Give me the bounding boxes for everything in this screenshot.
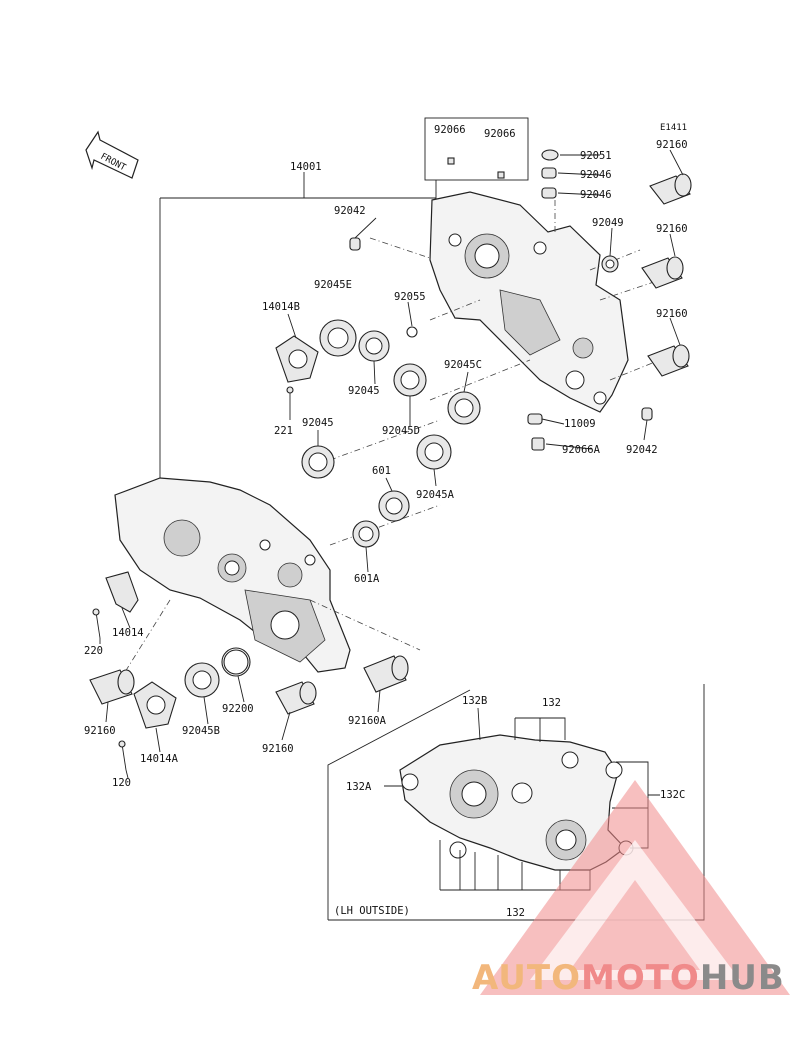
plate-14014A — [133, 681, 177, 729]
label-92045A: 92045A — [416, 489, 455, 501]
label-220: 220 — [84, 645, 103, 657]
part-labels: 14001 92066 92066 92051 92046 92046 9216… — [84, 124, 688, 919]
bracket-14001 — [159, 117, 529, 480]
collar-92051 — [541, 149, 559, 161]
watermark-moto: MOTO — [580, 958, 700, 998]
label-14014: 14014 — [112, 627, 144, 639]
label-132B: 132B — [462, 695, 487, 707]
cap-11009 — [527, 413, 543, 425]
ball-bearings — [184, 255, 619, 698]
label-92200: 92200 — [222, 703, 254, 715]
label-92042-b: 92042 — [626, 444, 658, 456]
label-92042-a: 92042 — [334, 205, 366, 217]
watermark-auto: AUTO — [472, 958, 581, 998]
label-92046-a: 92046 — [580, 169, 612, 181]
needle-bearing-92160A — [363, 655, 409, 693]
plate-14014B — [275, 335, 319, 383]
bearing-92045-lower — [301, 445, 335, 479]
lh-outside-inset — [327, 684, 705, 921]
bearing-92045E — [319, 319, 357, 357]
oring-92055 — [406, 326, 418, 338]
label-221: 221 — [274, 425, 293, 437]
label-132-top: 132 — [542, 697, 561, 709]
bearing-601A — [352, 520, 380, 548]
label-92049: 92049 — [592, 217, 624, 229]
bearing-601 — [378, 490, 410, 522]
label-132A: 132A — [346, 781, 372, 793]
label-92066-a: 92066 — [434, 124, 466, 136]
label-132C: 132C — [660, 789, 685, 801]
label-92160A: 92160A — [348, 715, 387, 727]
label-92051: 92051 — [580, 150, 612, 162]
needle-bearing-92160-c — [647, 344, 690, 377]
needle-bearing-92160-a — [649, 173, 692, 205]
right-crankcase-half — [429, 191, 629, 413]
label-601A: 601A — [354, 573, 380, 585]
needle-bearing-92160-b — [641, 256, 684, 289]
watermark-text: AUTOMOTOHUB — [472, 958, 785, 998]
needle-bearing-92160-d — [89, 669, 135, 705]
bearing-92045A — [416, 434, 452, 470]
collar-92046-b — [541, 187, 557, 199]
dowel-92066-b — [497, 171, 505, 179]
label-92045-lower: 92045 — [302, 417, 334, 429]
label-92045E: 92045E — [314, 279, 352, 291]
front-arrow-icon: FRONT — [85, 130, 139, 179]
bearing-92049 — [601, 255, 619, 273]
bearing-92045C — [447, 391, 481, 425]
bearing-92045D — [393, 363, 427, 397]
label-92055: 92055 — [394, 291, 426, 303]
collar-92046-a — [541, 167, 557, 179]
bracket-14014 — [105, 571, 139, 613]
label-14014B: 14014B — [262, 301, 300, 313]
label-92160-d: 92160 — [84, 725, 116, 737]
dowel-92066-a — [447, 157, 455, 165]
label-lh-outside: (LH OUTSIDE) — [334, 905, 410, 917]
bearing-92045B — [184, 662, 220, 698]
dowel-92042-b — [641, 407, 653, 421]
label-92066A: 92066A — [562, 444, 601, 456]
label-14001: 14001 — [290, 161, 322, 173]
bolt-220 — [92, 608, 101, 639]
label-92045-upper: 92045 — [348, 385, 380, 397]
label-92045B: 92045B — [182, 725, 220, 737]
label-92066-b: 92066 — [484, 128, 516, 140]
label-132-bottom: 132 — [506, 907, 525, 919]
watermark-hub: HUB — [699, 958, 785, 998]
dowel-92042-a — [349, 237, 361, 251]
bolt-221 — [286, 386, 294, 414]
label-14014A: 14014A — [140, 753, 179, 765]
small-parts — [92, 149, 653, 771]
plug-92066A — [531, 437, 545, 451]
left-crankcase-half — [114, 477, 351, 673]
label-92160-a: 92160 — [656, 139, 688, 151]
needle-bearing-92160-e — [275, 681, 317, 715]
label-601: 601 — [372, 465, 391, 477]
label-92045C: 92045C — [444, 359, 482, 371]
label-92160-c: 92160 — [656, 308, 688, 320]
o-ring-92200 — [221, 647, 251, 677]
label-92045D: 92045D — [382, 425, 420, 437]
label-92160-e: 92160 — [262, 743, 294, 755]
label-11009: 11009 — [564, 418, 596, 430]
diagram-code: E1411 — [660, 123, 687, 133]
leader-lines — [99, 149, 684, 779]
bolt-120 — [118, 740, 127, 771]
automotohub-logo-icon — [480, 780, 790, 995]
bearing-92045-upper — [358, 330, 390, 362]
label-120: 120 — [112, 777, 131, 789]
label-92160-b: 92160 — [656, 223, 688, 235]
label-92046-b: 92046 — [580, 189, 612, 201]
